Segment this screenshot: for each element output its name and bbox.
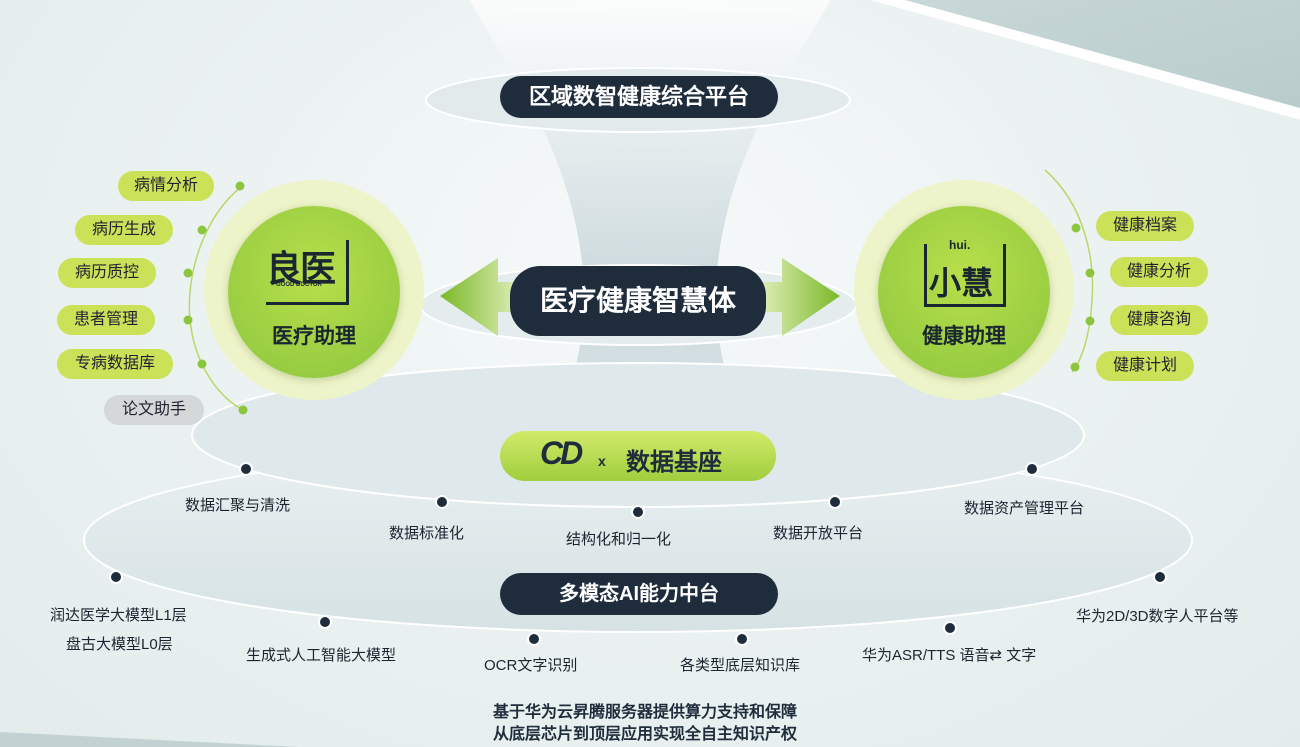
cdx-logo-sub: x xyxy=(598,453,606,469)
good-doctor-logo: 良医 GOOD DOCTOR xyxy=(266,240,349,305)
cdx-logo: CD xyxy=(540,435,583,471)
footer-line-2: 从底层芯片到顶层应用实现全自主知识产权 xyxy=(492,726,797,743)
data-item-standardization: 数据标准化 xyxy=(389,525,465,542)
center-pill: 医疗健康智慧体 xyxy=(510,266,766,336)
tag-health-plan: 健康计划 xyxy=(1096,351,1194,381)
tag-record-quality: 病历质控 xyxy=(58,258,156,288)
tag-condition-analysis: 病情分析 xyxy=(118,171,214,201)
xiaohui-logo-top: hui. xyxy=(949,238,971,252)
right-orbit-arc xyxy=(1044,169,1094,373)
top-platform-pill: 区域数智健康综合平台 xyxy=(500,76,778,118)
tag-health-record: 健康档案 xyxy=(1096,211,1194,241)
left-assistant-title: 医疗助理 xyxy=(272,325,356,348)
right-assistant-circle: hui. 小慧 健康助理 xyxy=(878,206,1050,378)
ai-item-genai: 生成式人工智能大模型 xyxy=(246,647,397,664)
ai-item-ocr: OCR文字识别 xyxy=(484,657,578,674)
right-orbit-dots xyxy=(1070,223,1095,372)
data-layer-dots xyxy=(239,462,1039,519)
good-doctor-logo-sub: GOOD DOCTOR xyxy=(276,282,322,288)
right-arrow xyxy=(755,258,840,336)
corner-stripe-edge xyxy=(870,0,1300,120)
ai-item-model-l0: 盘古大模型L0层 xyxy=(66,636,173,653)
xiaohui-logo: hui. 小慧 xyxy=(924,238,1006,307)
tag-disease-database: 专病数据库 xyxy=(57,349,173,379)
tag-health-consult: 健康咨询 xyxy=(1110,305,1208,335)
data-item-open-platform: 数据开放平台 xyxy=(773,525,864,542)
data-item-structuring: 结构化和归一化 xyxy=(566,531,672,548)
good-doctor-logo-text: 良医 xyxy=(266,248,336,289)
data-base-pill: CD x 数据基座 xyxy=(500,431,776,481)
ai-item-asr-tts: 华为ASR/TTS 语音⇄ 文字 xyxy=(862,647,1037,664)
ai-layer-dots xyxy=(109,570,1167,646)
footer-line-1: 基于华为云昇腾服务器提供算力支持和保障 xyxy=(492,704,797,721)
bottom-corner-stripe xyxy=(0,732,300,747)
data-base-title: 数据基座 xyxy=(626,449,722,476)
tag-paper-assistant: 论文助手 xyxy=(104,395,204,425)
left-orbit-dots xyxy=(183,181,248,415)
tag-record-generation: 病历生成 xyxy=(75,215,173,245)
tag-health-analysis: 健康分析 xyxy=(1110,257,1208,287)
ai-item-model-l1: 润达医学大模型L1层 xyxy=(50,607,187,624)
left-arrow xyxy=(440,258,525,336)
ai-item-knowledge: 各类型底层知识库 xyxy=(680,657,801,674)
data-item-aggregation: 数据汇聚与清洗 xyxy=(185,497,291,514)
data-item-asset-management: 数据资产管理平台 xyxy=(964,500,1085,517)
ai-platform-pill: 多模态AI能力中台 xyxy=(500,573,778,615)
tag-patient-management: 患者管理 xyxy=(57,305,155,335)
ai-item-digital-human: 华为2D/3D数字人平台等 xyxy=(1076,608,1239,625)
left-assistant-circle: 良医 GOOD DOCTOR 医疗助理 xyxy=(228,206,400,378)
right-assistant-title: 健康助理 xyxy=(922,325,1006,348)
xiaohui-logo-text: 小慧 xyxy=(929,265,994,301)
